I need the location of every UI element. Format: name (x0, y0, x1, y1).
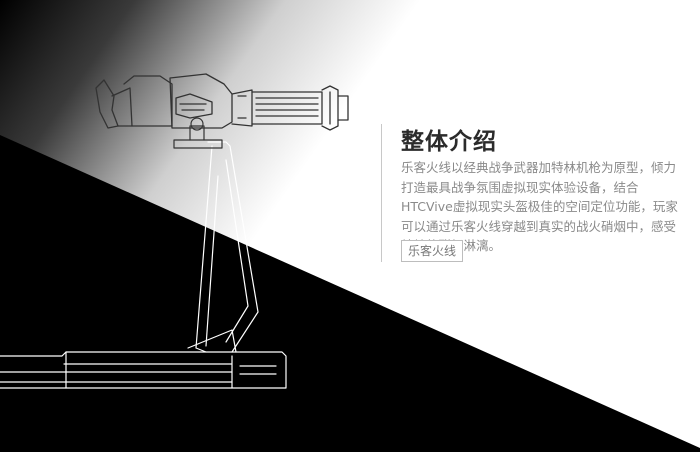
dark-diagonal-background (0, 135, 700, 452)
intro-description: 乐客火线以经典战争武器加特林机枪为原型，倾力打造最具战争氛围虚拟现实体验设备，结… (401, 160, 678, 253)
stand-column (187, 141, 259, 353)
gatling-stand-line-art (0, 73, 349, 389)
section-title: 整体介绍 (401, 129, 497, 155)
title-divider-line (381, 124, 382, 262)
gun-mount (173, 117, 223, 149)
product-tag-button[interactable]: 乐客火线 (401, 240, 464, 262)
gatling-gun-body (95, 73, 349, 131)
stand-base (0, 351, 287, 389)
